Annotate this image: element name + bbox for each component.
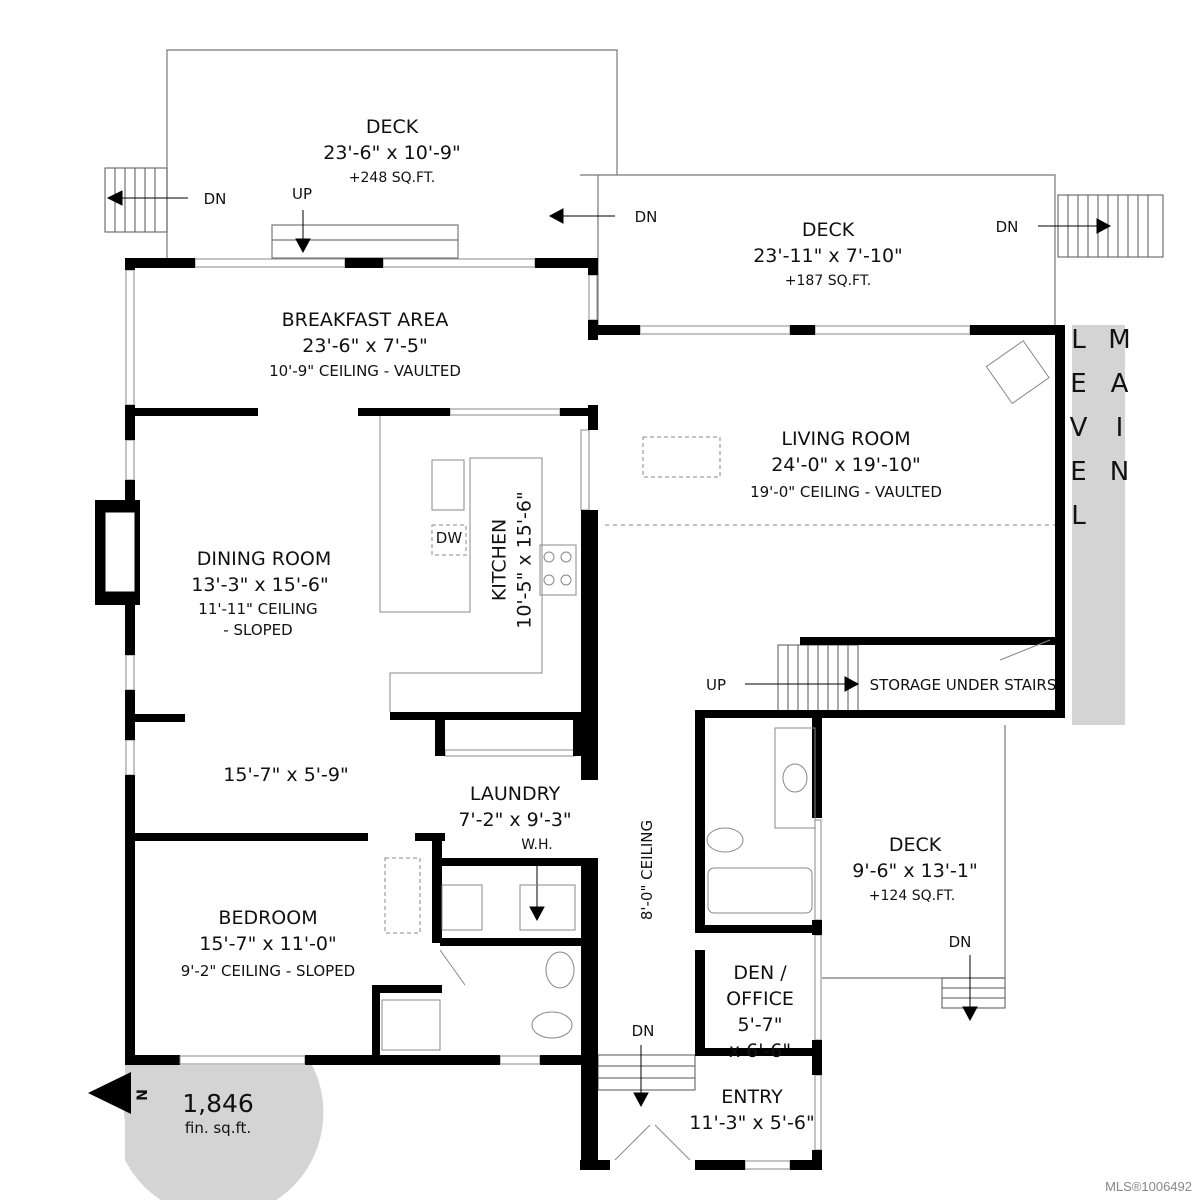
mls-watermark: MLS®1006492 xyxy=(1105,1179,1192,1194)
breakfast-name: BREAKFAST AREA xyxy=(281,309,449,331)
stair-arrows xyxy=(106,190,1112,1108)
den-name-2: OFFICE xyxy=(726,988,794,1010)
deck-south-name: DECK xyxy=(888,834,942,856)
bedroom-name: BEDROOM xyxy=(218,907,318,929)
dining-nook-size: 15'-7" x 5'-9" xyxy=(223,764,349,786)
den-size-1: 5'-7" xyxy=(737,1014,783,1036)
toilet-icon xyxy=(706,827,744,853)
kitchen-counter xyxy=(379,416,543,712)
stair-dn-label: DN xyxy=(995,218,1019,236)
storage-label: STORAGE UNDER STAIRS xyxy=(869,676,1057,694)
living-size: 24'-0" x 19'-10" xyxy=(771,454,921,476)
toilet-icon xyxy=(545,951,575,989)
breakfast-size: 23'-6" x 7'-5" xyxy=(302,335,428,357)
stair-up-label: UP xyxy=(291,185,313,203)
range-icon xyxy=(539,544,577,596)
deck-east-outline xyxy=(580,174,1056,325)
deck-south-size: 9'-6" x 13'-1" xyxy=(852,860,978,882)
sink-icon xyxy=(431,459,465,511)
north-label: N xyxy=(132,1089,149,1101)
level-badge: MAIN LEVEL xyxy=(1064,325,1135,725)
entry-doors xyxy=(614,1124,691,1161)
stair-up-label: UP xyxy=(705,676,727,694)
skylight-icon xyxy=(642,436,721,478)
den-name-1: DEN / xyxy=(733,962,787,984)
sink-icon xyxy=(782,763,808,793)
entry-size: 11'-3" x 5'-6" xyxy=(689,1112,815,1134)
walls xyxy=(95,258,1065,1170)
dishwasher-label: DW xyxy=(435,529,463,547)
breakfast-ceiling: 10'-9" CEILING - VAULTED xyxy=(269,362,461,380)
area-unit: fin. sq.ft. xyxy=(184,1119,252,1137)
dining-size: 13'-3" x 15'-6" xyxy=(191,574,329,596)
stair-dn-label: DN xyxy=(634,208,658,226)
water-heater-label: W.H. xyxy=(521,837,553,853)
deck-north-outline xyxy=(166,49,618,258)
stair-dn-label: DN xyxy=(631,1022,655,1040)
bedroom-size: 15'-7" x 11'-0" xyxy=(199,933,337,955)
entry-name: ENTRY xyxy=(721,1086,783,1108)
fixtures xyxy=(379,340,1055,1161)
bedroom-ceiling: 9'-2" CEILING - SLOPED xyxy=(180,962,356,980)
deck-east-name: DECK xyxy=(801,219,855,241)
dining-ceiling: 11'-11" CEILING xyxy=(198,600,318,618)
laundry-size: 7'-2" x 9'-3" xyxy=(458,809,572,831)
level-label: MAIN LEVEL xyxy=(1063,325,1135,545)
deck-south-area: +124 SQ.FT. xyxy=(868,888,956,904)
north-arrow-icon xyxy=(88,1072,131,1114)
dishwasher-icon xyxy=(431,524,467,556)
bathtub-icon xyxy=(707,867,813,914)
laundry-name: LAUNDRY xyxy=(469,783,561,805)
deck-north-area: +248 SQ.FT. xyxy=(348,170,436,186)
living-ceiling: 19'-0" CEILING - VAULTED xyxy=(750,483,942,501)
stair-dn-label: DN xyxy=(948,933,972,951)
door-swing xyxy=(439,949,466,986)
living-name: LIVING ROOM xyxy=(781,428,911,450)
deck-north-size: 23'-6" x 10'-9" xyxy=(323,142,461,164)
deck-north-name: DECK xyxy=(365,116,419,138)
dining-name: DINING ROOM xyxy=(196,548,332,570)
stair-dn-label: DN xyxy=(203,190,227,208)
stove-icon xyxy=(985,340,1050,405)
deck-east-area: +187 SQ.FT. xyxy=(784,273,872,289)
dining-ceiling-2: - SLOPED xyxy=(223,621,293,639)
area-value: 1,846 xyxy=(182,1089,254,1118)
deck-east-size: 23'-11" x 7'-10" xyxy=(753,245,903,267)
den-size-2: x 6'-6" xyxy=(728,1040,792,1062)
storage-door xyxy=(999,639,1051,661)
